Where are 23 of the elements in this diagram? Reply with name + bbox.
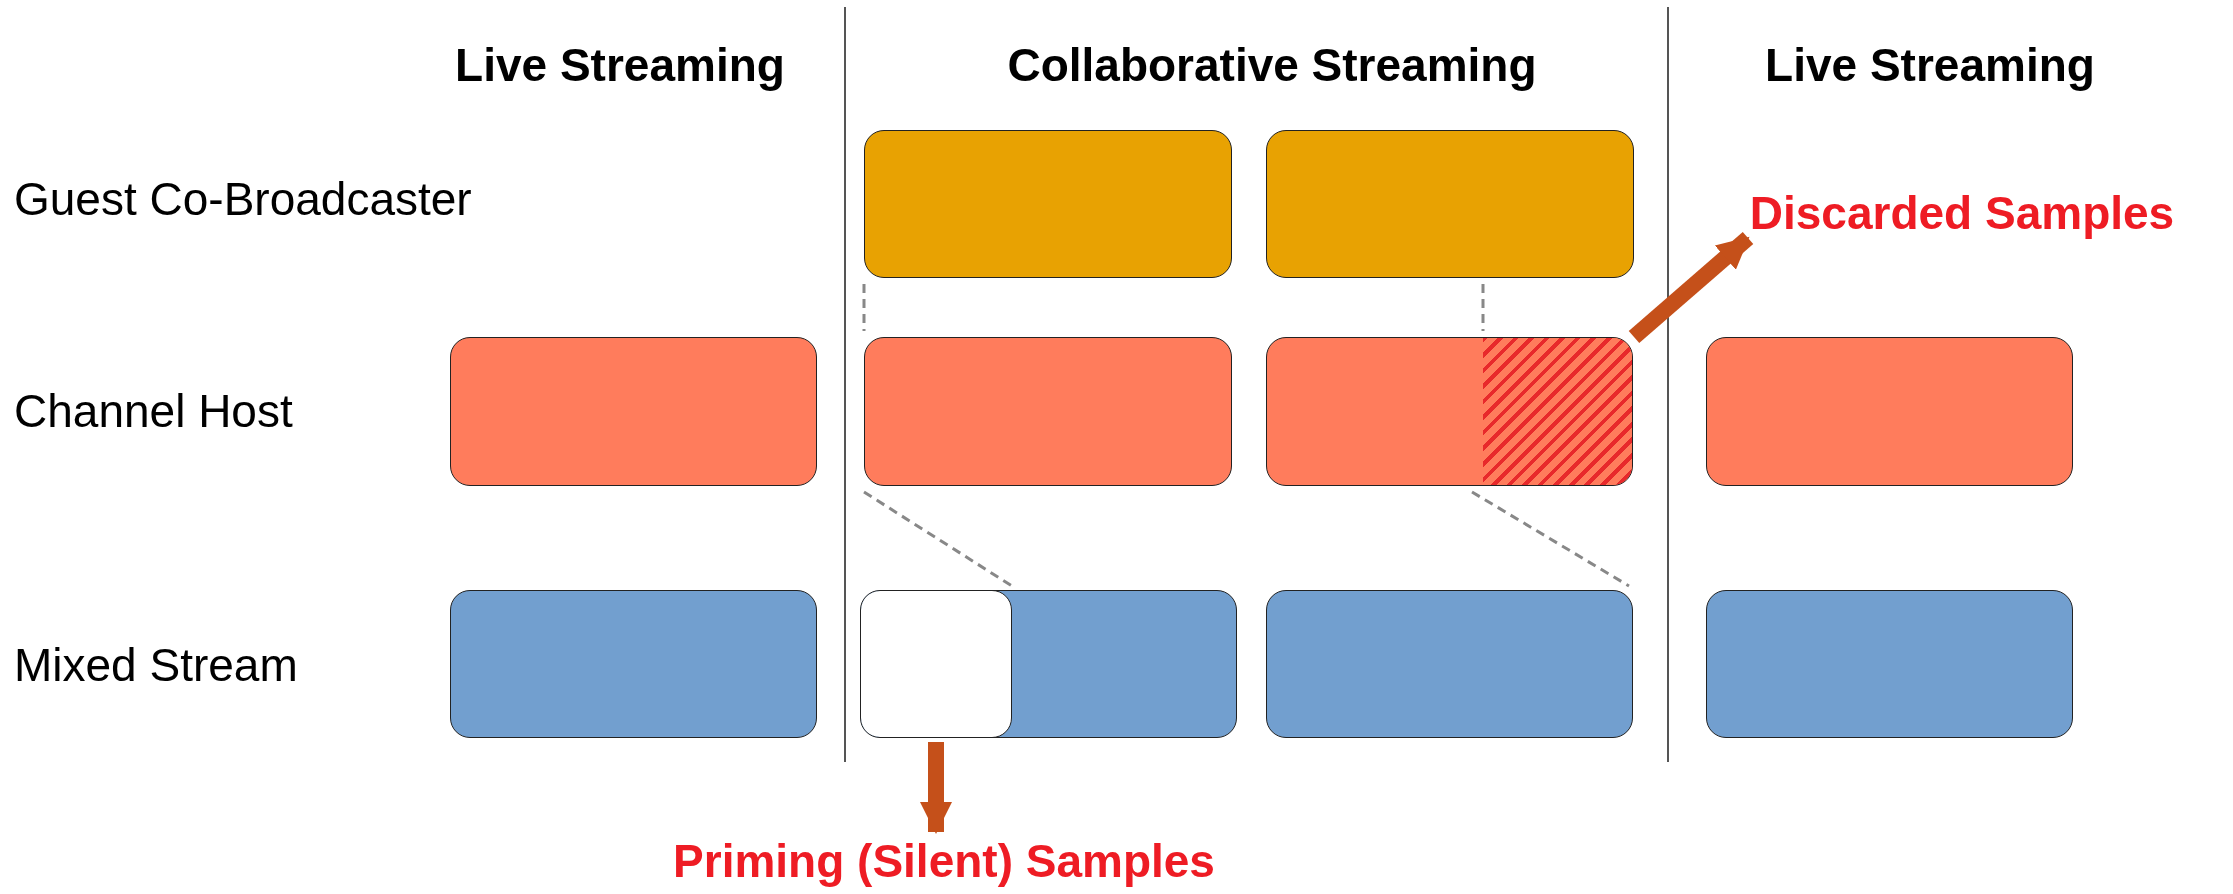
row-label: Mixed Stream: [14, 642, 298, 688]
dashed-guide-line: [862, 284, 866, 331]
hatched-region: [1483, 338, 1632, 485]
row-label: Guest Co-Broadcaster: [14, 176, 472, 222]
callout-label: Priming (Silent) Samples: [614, 834, 1274, 890]
mixed-segment-bar: [1266, 590, 1633, 738]
dashed-guide-line: [863, 490, 1013, 588]
host-segment-bar: [864, 337, 1232, 486]
dashed-guide-line: [1471, 490, 1630, 588]
arrow: [1628, 231, 1754, 344]
host-segment-bar: [1266, 337, 1633, 486]
arrow: [920, 742, 952, 834]
dashed-guide-line: [1481, 284, 1485, 331]
callout-label: Discarded Samples: [1712, 186, 2212, 242]
guest-segment-bar: [864, 130, 1232, 278]
host-segment-bar: [450, 337, 817, 486]
mixed-segment-bar: [860, 590, 1237, 738]
guest-segment-bar: [1266, 130, 1634, 278]
blank-region: [861, 591, 1012, 737]
mixed-segment-bar: [1706, 590, 2073, 738]
mixed-segment-bar: [450, 590, 817, 738]
row-label: Channel Host: [14, 388, 293, 434]
host-segment-bar: [1706, 337, 2073, 486]
